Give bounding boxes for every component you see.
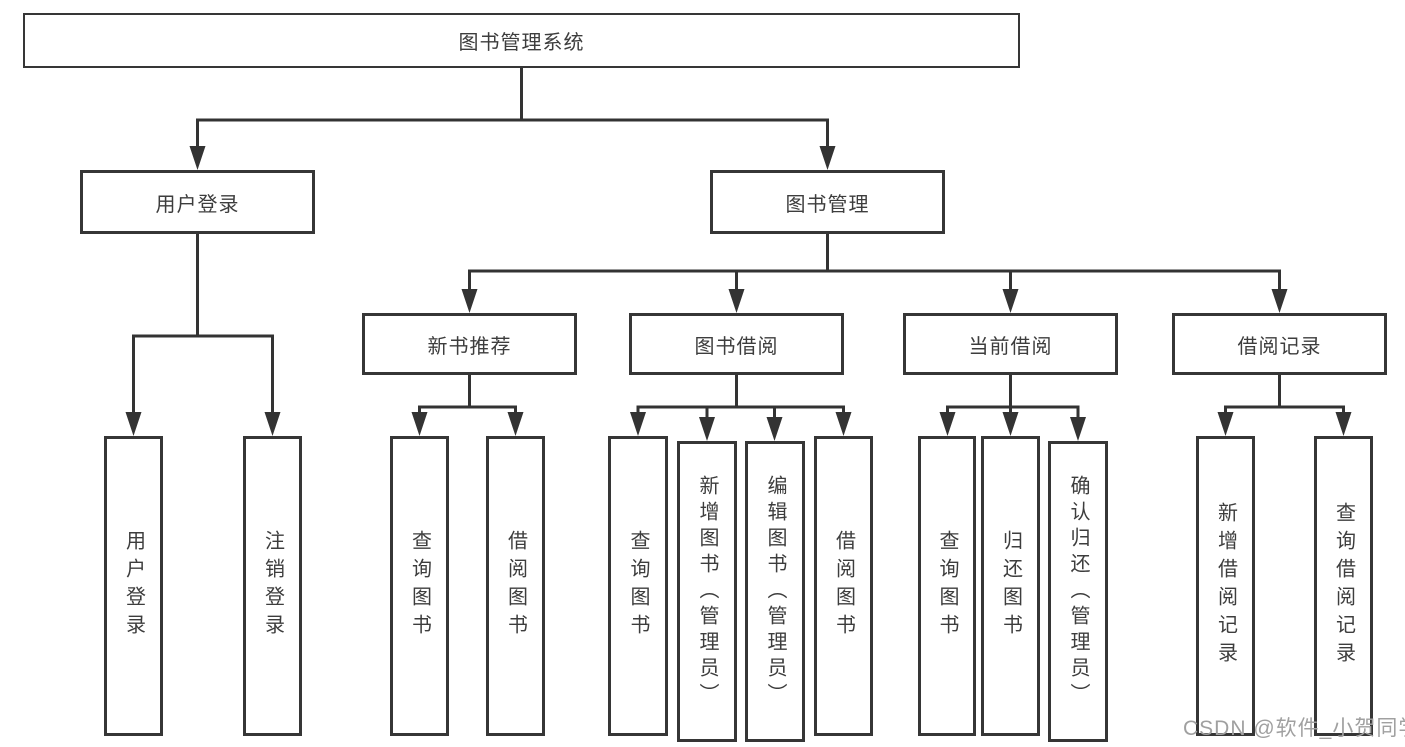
leaf-edit-book-admin: 编辑图书（管理员） (745, 441, 805, 742)
node-label: 用户登录 (122, 530, 145, 642)
leaf-return-books: 归还图书 (981, 436, 1040, 736)
node-label: 查询借阅记录 (1332, 502, 1355, 670)
node-label: 新增借阅记录 (1214, 502, 1237, 670)
node-label: 确认归还（管理员） (1067, 474, 1089, 709)
leaf-logout: 注销登录 (243, 436, 302, 736)
node-borrowing-records: 借阅记录 (1172, 313, 1387, 375)
leaf-borrow-books-recommend: 借阅图书 (486, 436, 545, 736)
node-current-borrowing: 当前借阅 (903, 313, 1118, 375)
node-label: 编辑图书（管理员） (764, 474, 786, 709)
leaf-query-borrow-record: 查询借阅记录 (1314, 436, 1373, 736)
node-label: 新书推荐 (427, 335, 512, 358)
leaf-query-books-recommend: 查询图书 (390, 436, 449, 736)
node-label: 借阅记录 (1237, 335, 1322, 358)
node-label: 查询图书 (408, 530, 431, 642)
node-label: 当前借阅 (968, 335, 1053, 358)
node-label: 图书管理 (785, 193, 870, 216)
tree-edges (125, 68, 1352, 441)
node-book-management: 图书管理 (710, 170, 945, 234)
leaf-add-book-admin: 新增图书（管理员） (677, 441, 737, 742)
node-label: 归还图书 (999, 530, 1022, 642)
leaf-query-books-borrowing: 查询图书 (608, 436, 668, 736)
leaf-confirm-return-admin: 确认归还（管理员） (1048, 441, 1108, 742)
node-label: 用户登录 (155, 193, 240, 216)
node-library-management-system: 图书管理系统 (23, 13, 1020, 68)
leaf-query-books-current: 查询图书 (918, 436, 976, 736)
node-label: 查询图书 (627, 530, 649, 642)
leaf-add-borrow-record: 新增借阅记录 (1196, 436, 1255, 736)
node-label: 借阅图书 (832, 530, 855, 642)
node-label: 注销登录 (261, 530, 284, 642)
node-label: 查询图书 (936, 530, 958, 642)
node-label: 新增图书（管理员） (696, 474, 718, 709)
csdn-watermark: CSDN @软件_小贺同学 (1183, 717, 1405, 740)
node-new-book-recommendation: 新书推荐 (362, 313, 577, 375)
node-label: 借阅图书 (504, 530, 527, 642)
leaf-user-login: 用户登录 (104, 436, 163, 736)
leaf-borrow-books-borrowing: 借阅图书 (814, 436, 873, 736)
node-label: 图书借阅 (694, 335, 779, 358)
node-book-borrowing: 图书借阅 (629, 313, 844, 375)
node-user-login: 用户登录 (80, 170, 315, 234)
node-label: 图书管理系统 (458, 32, 585, 54)
